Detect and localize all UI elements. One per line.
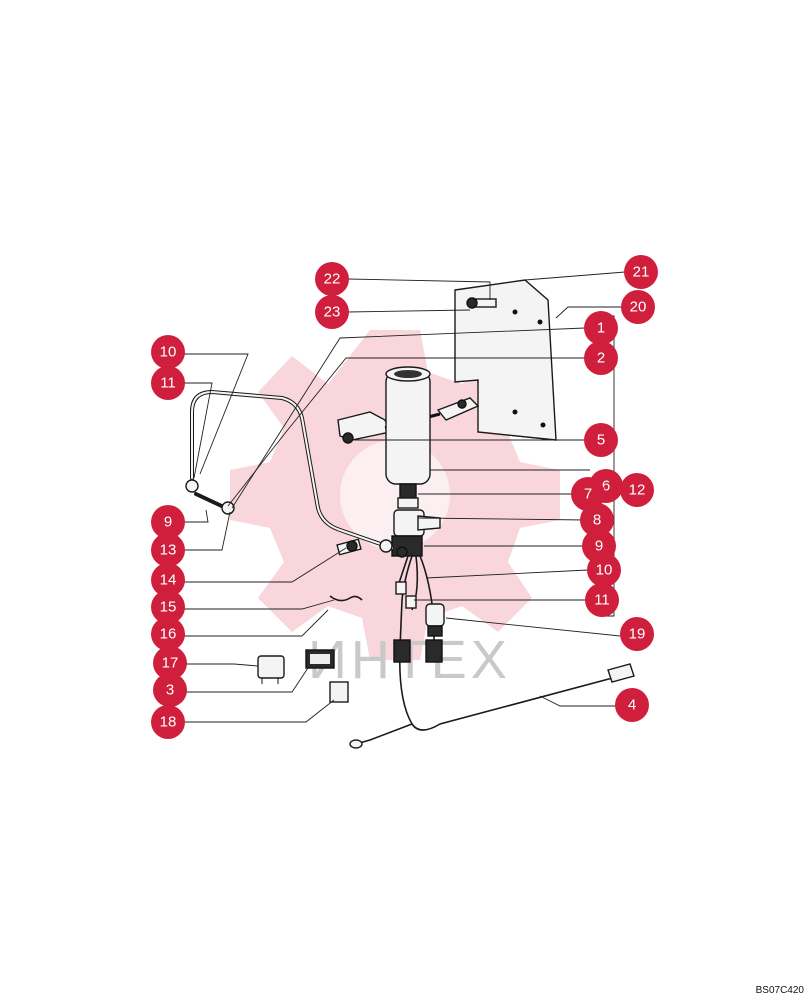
svg-text:4: 4 — [628, 697, 636, 714]
callout-18: 18 — [151, 705, 185, 739]
svg-text:10: 10 — [160, 344, 177, 361]
svg-text:1: 1 — [597, 320, 605, 337]
callout-20: 20 — [621, 290, 655, 324]
callout-23: 23 — [315, 295, 349, 329]
svg-text:8: 8 — [593, 512, 601, 529]
svg-text:7: 7 — [584, 486, 592, 503]
callout-17: 17 — [153, 646, 187, 680]
filter-canister — [385, 366, 431, 509]
pipe-line — [185, 389, 408, 558]
bolt-washer — [466, 297, 497, 309]
callout-16: 16 — [151, 617, 185, 651]
decal-label — [329, 681, 349, 703]
callout-2: 2 — [584, 341, 618, 375]
svg-text:20: 20 — [630, 299, 647, 316]
callout-11-left: 11 — [151, 366, 185, 400]
rocker-switch — [305, 649, 335, 669]
svg-text:3: 3 — [166, 682, 174, 699]
svg-text:18: 18 — [160, 714, 177, 731]
callout-8: 8 — [580, 503, 614, 537]
callout-13: 13 — [151, 533, 185, 567]
svg-text:10: 10 — [596, 562, 613, 579]
svg-text:17: 17 — [162, 655, 179, 672]
fitting — [336, 538, 362, 556]
svg-text:9: 9 — [164, 514, 172, 531]
callout-1: 1 — [584, 311, 618, 345]
svg-text:11: 11 — [594, 592, 610, 609]
mounting-bracket — [454, 279, 557, 441]
svg-text:6: 6 — [602, 478, 610, 495]
svg-text:13: 13 — [160, 542, 177, 559]
callout-10-left: 10 — [151, 335, 185, 369]
svg-text:19: 19 — [629, 626, 646, 643]
small-wire — [329, 595, 363, 602]
wiring-loom — [349, 555, 635, 749]
svg-text:12: 12 — [629, 482, 646, 499]
svg-text:5: 5 — [597, 432, 605, 449]
callout-11-right: 11 — [585, 583, 619, 617]
callout-21: 21 — [624, 255, 658, 289]
svg-text:23: 23 — [324, 304, 341, 321]
svg-text:11: 11 — [160, 375, 176, 392]
svg-text:14: 14 — [160, 572, 177, 589]
callout-9-left: 9 — [151, 505, 185, 539]
drawing-code: BS07C420 — [755, 985, 804, 996]
callout-19: 19 — [620, 617, 654, 651]
svg-text:16: 16 — [160, 626, 177, 643]
svg-text:2: 2 — [597, 350, 605, 367]
callout-15: 15 — [151, 590, 185, 624]
svg-text:15: 15 — [160, 599, 177, 616]
svg-text:9: 9 — [595, 538, 603, 555]
callout-5: 5 — [584, 423, 618, 457]
relay — [257, 655, 285, 684]
callout-14: 14 — [151, 563, 185, 597]
callout-22: 22 — [315, 262, 349, 296]
callout-12: 12 — [620, 473, 654, 507]
leader-lines — [183, 271, 626, 723]
pressure-switch — [425, 603, 445, 637]
svg-text:22: 22 — [324, 271, 341, 288]
callout-3: 3 — [153, 673, 187, 707]
callout-7: 7 — [571, 477, 605, 511]
svg-text:21: 21 — [633, 264, 650, 281]
callout-4: 4 — [615, 688, 649, 722]
callout-10-right: 10 — [587, 553, 621, 587]
